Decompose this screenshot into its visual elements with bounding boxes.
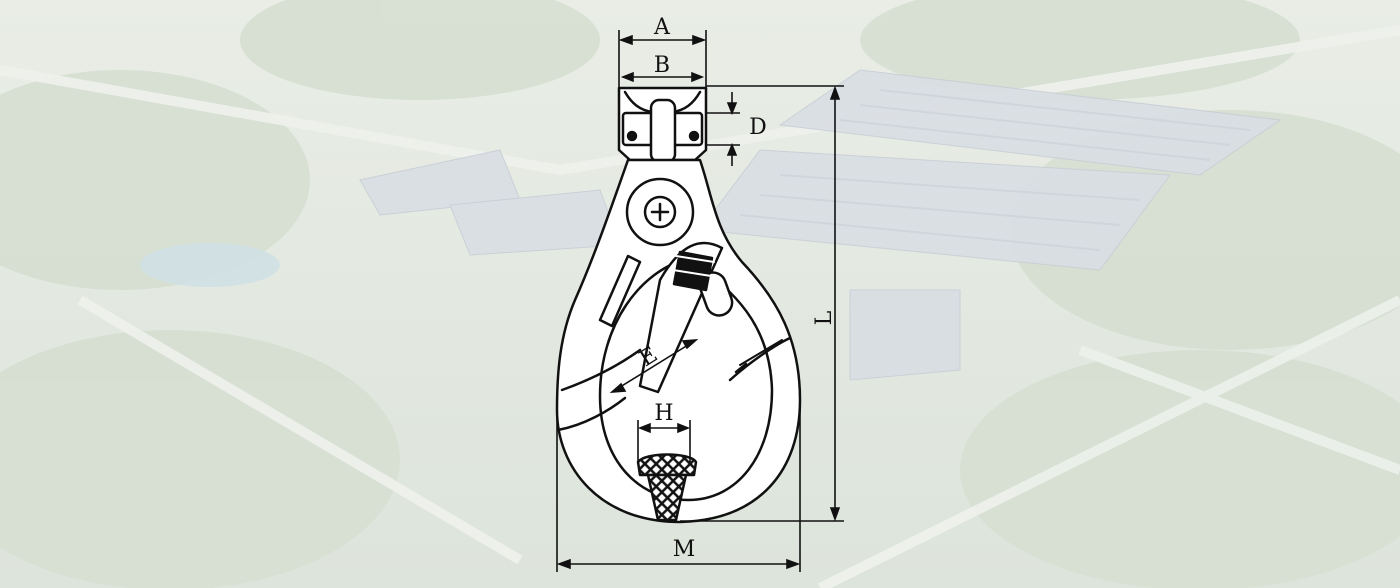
dimension-d (706, 92, 740, 166)
dimension-label-a: A (653, 15, 671, 40)
swivel-head (617, 86, 708, 164)
dimension-label-d: D (749, 115, 767, 140)
dimension-label-h: H (654, 401, 673, 426)
dimension-m (556, 400, 801, 572)
dimension-a (618, 30, 707, 92)
dimension-label-m: M (673, 537, 696, 562)
dimension-l (680, 85, 844, 522)
dimension-e (609, 339, 699, 393)
safety-latch (638, 241, 734, 394)
dimension-b (620, 71, 705, 83)
swivel-bolt (625, 177, 695, 247)
dimension-label-b: B (654, 53, 670, 78)
dimension-h (637, 420, 691, 462)
hook-bottom-section (636, 453, 698, 522)
dimension-label-l: L (812, 310, 837, 325)
